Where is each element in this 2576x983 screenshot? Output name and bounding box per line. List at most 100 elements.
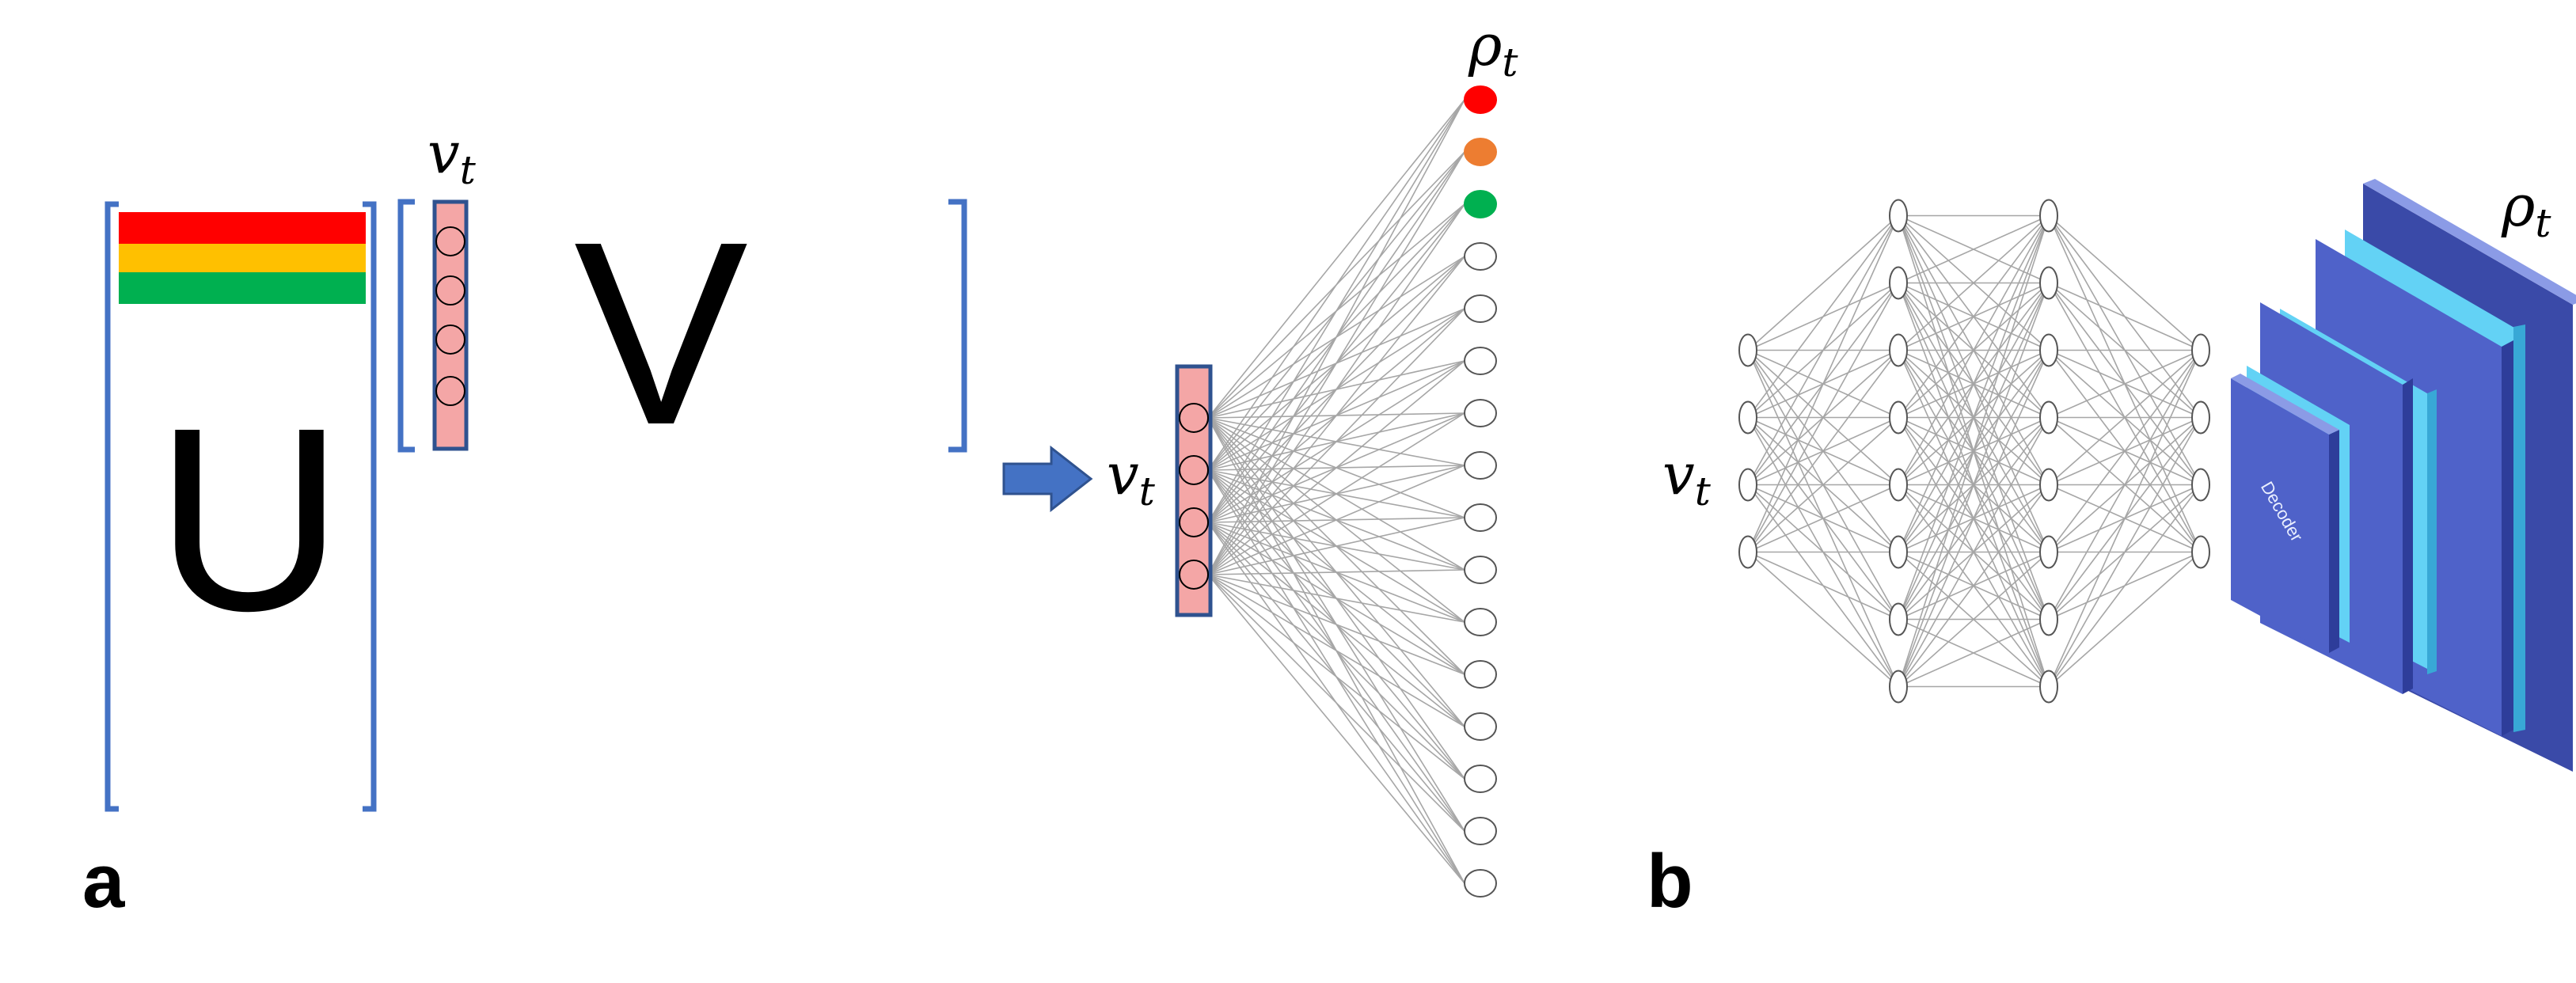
mlp-edge	[1898, 215, 2050, 552]
mlp-edge	[2048, 349, 2202, 486]
u-row-stripe-red	[119, 212, 366, 244]
mlp-edge	[2048, 282, 2202, 351]
mlp-edge	[2048, 417, 2202, 687]
mlp-node	[2191, 535, 2210, 569]
mlp-node	[2039, 199, 2058, 233]
network-edge	[1207, 574, 1465, 832]
network-edge	[1207, 99, 1465, 471]
output-node	[1464, 608, 1497, 636]
output-node	[1464, 869, 1497, 898]
mlp-node	[2039, 400, 2058, 435]
mlp-edge	[1898, 214, 2050, 284]
network-a-edges	[1207, 99, 1465, 884]
network-input-node	[1179, 403, 1209, 433]
matrix-u-label: U	[155, 373, 344, 665]
mlp-node	[2191, 468, 2210, 502]
mlp-node	[1889, 266, 1908, 300]
network-edge	[1207, 574, 1465, 727]
mlp-edge	[1747, 551, 1899, 688]
vt-column-nodes	[435, 226, 465, 406]
mlp-edge	[1747, 350, 1899, 552]
network-edge	[1207, 360, 1465, 575]
vt-column-node	[435, 275, 465, 306]
network-a-input-nodes	[1179, 403, 1209, 590]
mlp-edge	[1898, 350, 2050, 687]
mlp-node	[1889, 468, 1908, 502]
mlp-edge	[1898, 215, 2050, 418]
vt-column-node	[435, 325, 465, 355]
network-edge	[1207, 308, 1465, 575]
mlp-node	[2039, 333, 2058, 367]
rho-label-b: ρt	[2501, 173, 2551, 246]
network-b-nodes	[1738, 199, 2210, 704]
network-b-edges	[1747, 214, 2202, 688]
output-node-colored	[1464, 85, 1497, 114]
mlp-node	[1889, 602, 1908, 636]
mlp-node	[1738, 468, 1757, 502]
mlp-node	[2039, 535, 2058, 569]
network-edge	[1207, 517, 1465, 575]
output-node	[1464, 399, 1497, 427]
panel-label-b: b	[1647, 839, 1693, 924]
vt-column-node	[435, 376, 465, 406]
output-node	[1464, 242, 1497, 271]
mlp-node	[1889, 199, 1908, 233]
mlp-edge	[2048, 484, 2202, 687]
mlp-edge	[1747, 214, 1899, 351]
mlp-edge	[1747, 551, 1899, 621]
mlp-node	[1889, 535, 1908, 569]
output-node-colored	[1464, 138, 1497, 166]
mlp-edge	[1898, 214, 2050, 351]
mlp-edge	[1898, 618, 2050, 688]
output-node	[1464, 660, 1497, 689]
network-edge	[1207, 574, 1465, 623]
mlp-edge	[1747, 215, 1899, 485]
network-edge	[1207, 99, 1465, 419]
output-node-colored	[1464, 190, 1497, 218]
network-edge	[1207, 574, 1465, 780]
output-node	[1464, 347, 1497, 375]
output-node	[1464, 503, 1497, 532]
output-node	[1464, 712, 1497, 741]
mlp-node	[2039, 266, 2058, 300]
mlp-edge	[1747, 416, 1899, 553]
network-a-output-nodes	[1464, 85, 1497, 898]
u-row-stripe-green	[119, 272, 366, 304]
mlp-node	[2191, 400, 2210, 435]
decoder-blocks: Decoder	[2231, 179, 2576, 772]
mlp-node	[1738, 333, 1757, 367]
network-edge	[1207, 412, 1465, 575]
network-edge	[1207, 151, 1465, 575]
network-edge	[1207, 574, 1465, 884]
mlp-edge	[1898, 551, 2050, 688]
mlp-edge	[1747, 215, 1899, 552]
matrix-v-label: V	[574, 187, 750, 479]
mlp-node	[1889, 670, 1908, 704]
mlp-edge	[2048, 350, 2202, 687]
network-edge	[1207, 574, 1465, 675]
mlp-edge	[1747, 215, 1899, 418]
rho-label-a: ρt	[1468, 12, 1518, 85]
output-node	[1464, 556, 1497, 584]
mlp-edge	[1898, 283, 2050, 687]
mlp-edge	[2048, 214, 2202, 351]
arrow-right-icon	[1002, 445, 1093, 513]
mlp-node	[2039, 670, 2058, 704]
output-node	[1464, 817, 1497, 845]
mlp-node	[2039, 468, 2058, 502]
mlp-node	[1889, 333, 1908, 367]
network-edge	[1207, 203, 1465, 575]
output-node	[1464, 294, 1497, 323]
network-input-node	[1179, 507, 1209, 537]
mlp-node	[1738, 400, 1757, 435]
mlp-edge	[1898, 215, 2050, 620]
mlp-edge	[2048, 350, 2202, 620]
mlp-edge	[2048, 350, 2202, 552]
mlp-edge	[1747, 283, 1899, 552]
panel-label-a: a	[82, 839, 125, 924]
network-input-node	[1179, 560, 1209, 590]
mlp-edge	[2048, 349, 2202, 419]
mlp-node	[1889, 400, 1908, 435]
network-input-node	[1179, 455, 1209, 485]
